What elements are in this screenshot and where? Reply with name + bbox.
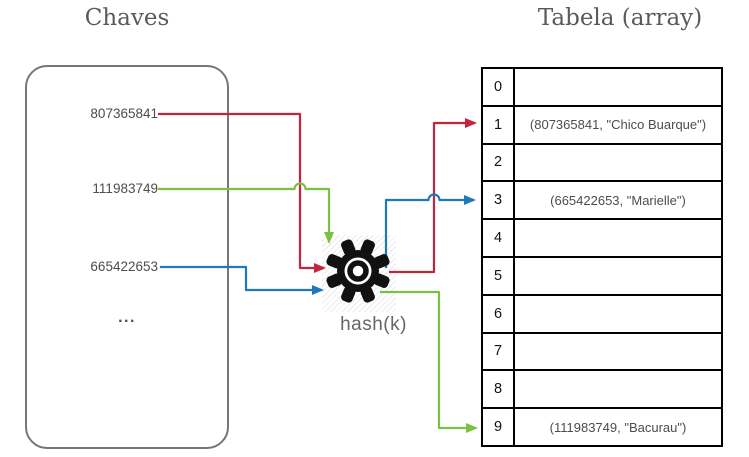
row-value: (665422653, "Marielle")	[550, 192, 686, 208]
table-row-1: 1 (807365841, "Chico Buarque")	[483, 106, 721, 145]
row-index: 7	[483, 333, 515, 370]
arrow-key3-to-hash	[160, 265, 324, 295]
table-row-6: 6	[483, 295, 721, 334]
key-label-3: 665422653	[90, 259, 158, 274]
row-value	[515, 258, 721, 294]
arrow-hash-to-slot9	[380, 290, 478, 433]
row-value: (807365841, "Chico Buarque")	[529, 117, 707, 133]
arrow-key2-to-hash	[158, 182, 334, 244]
table-row-0: 0	[483, 69, 721, 107]
row-value	[515, 371, 721, 407]
key-label-2: 111983749	[92, 181, 158, 196]
row-index: 5	[483, 257, 515, 294]
row-value	[515, 296, 721, 332]
row-index: 6	[483, 295, 515, 332]
table-row-7: 7	[483, 333, 721, 372]
row-value: (111983749, "Bacurau")	[549, 419, 687, 435]
row-index: 4	[483, 220, 515, 256]
hash-function-label: hash(k)	[340, 314, 407, 335]
row-index: 1	[483, 106, 515, 143]
table-row-3: 3 (665422653, "Marielle")	[483, 182, 721, 221]
arrow-hash-to-slot3	[384, 193, 476, 268]
row-value	[515, 334, 721, 370]
row-index: 3	[483, 182, 515, 219]
row-value	[515, 69, 721, 105]
row-index: 8	[483, 371, 515, 408]
row-value	[515, 220, 721, 256]
table-row-9: 9 (111983749, "Bacurau")	[483, 409, 721, 445]
arrow-hash-to-slot1	[389, 118, 477, 274]
table-row-4: 4	[483, 220, 721, 258]
hash-gear-icon	[326, 239, 390, 303]
table-row-5: 5	[483, 257, 721, 296]
hash-table: 0 1 (807365841, "Chico Buarque") 2 3 (66…	[481, 67, 723, 447]
keys-ellipsis: ...	[118, 309, 136, 326]
keys-container-box	[25, 65, 229, 449]
table-title: Tabela (array)	[537, 5, 703, 31]
key-label-1: 807365841	[90, 106, 158, 121]
keys-title: Chaves	[84, 5, 170, 31]
row-index: 9	[483, 409, 515, 445]
row-index: 0	[483, 69, 515, 105]
row-value	[515, 145, 721, 181]
table-row-2: 2	[483, 144, 721, 183]
table-row-8: 8	[483, 371, 721, 410]
row-index: 2	[483, 144, 515, 181]
arrow-key1-to-hash	[158, 112, 326, 273]
